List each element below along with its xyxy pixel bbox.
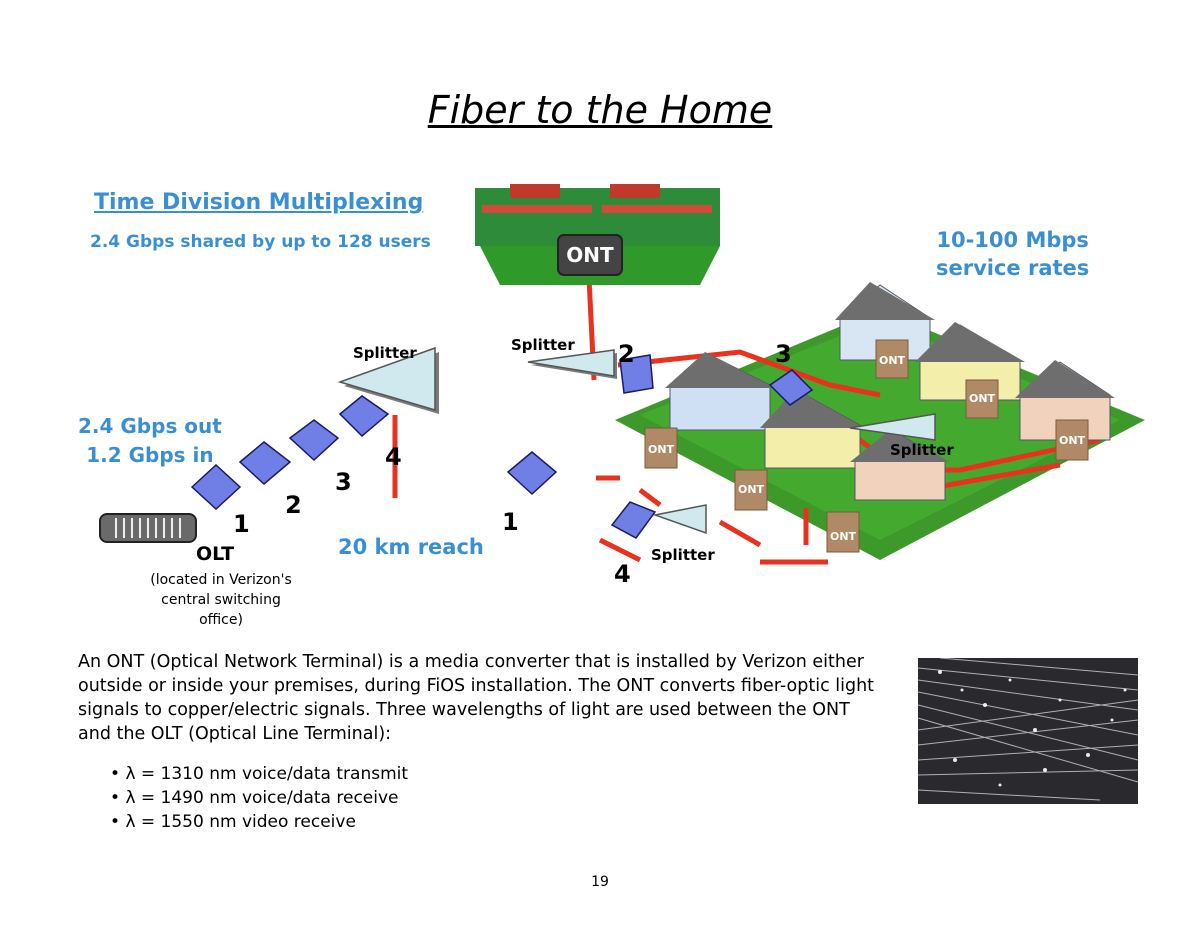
ont-description: An ONT (Optical Network Terminal) is a m… xyxy=(78,652,875,744)
olt-packet-number-1: 1 xyxy=(233,510,250,538)
splitter-1 xyxy=(337,346,436,412)
ont-box-home-1 xyxy=(875,339,909,379)
olt-location-line3: office) xyxy=(199,612,243,628)
store-right xyxy=(595,188,720,246)
ont-home-5-label: ONT xyxy=(738,483,765,496)
bandwidth-out: 2.4 Gbps out xyxy=(78,414,222,438)
packet-branch-4 xyxy=(610,501,657,539)
page-number: 19 xyxy=(591,874,609,890)
house-6 xyxy=(850,430,950,501)
olt-location: (located in Verizon's central switching … xyxy=(128,570,314,630)
fiber-branch-4c xyxy=(598,537,642,563)
page-title: Fiber to the Home xyxy=(427,88,773,132)
olt-packet-number-2: 2 xyxy=(285,491,302,519)
ont-home-2-label: ONT xyxy=(969,392,996,405)
splitter-label-1: Splitter xyxy=(353,344,417,362)
wavelength-item-1550: λ = 1550 nm video receive xyxy=(110,810,408,834)
store-right-sign xyxy=(610,184,660,198)
fiber-branch-2 xyxy=(617,349,881,398)
tdm-subheading: 2.4 Gbps shared by up to 128 users xyxy=(90,232,431,252)
ont-box-home-2 xyxy=(965,379,999,419)
packet-line-1 xyxy=(506,451,558,496)
store-right-awning xyxy=(602,205,712,213)
service-rates: 10-100 Mbps service rates xyxy=(936,226,1089,282)
branch-number-3: 3 xyxy=(775,340,792,368)
bandwidth-in: 1.2 Gbps in xyxy=(86,443,214,467)
olt-location-line1: (located in Verizon's xyxy=(150,572,292,588)
ont-home-4-label: ONT xyxy=(648,443,675,456)
house-4 xyxy=(665,352,775,431)
ont-home-1-label: ONT xyxy=(879,354,906,367)
ont-box-home-4 xyxy=(644,427,678,469)
ont-business-label: ONT xyxy=(566,243,614,267)
ont-box-home-6 xyxy=(826,511,860,553)
packet-olt-2 xyxy=(238,441,292,485)
branch-number-2: 2 xyxy=(618,340,635,368)
line-packet-number-1: 1 xyxy=(502,508,519,536)
wavelength-item-1490: λ = 1490 nm voice/data receive xyxy=(110,786,408,810)
fiber-branch-4b xyxy=(718,519,762,548)
store-left-sign xyxy=(510,184,560,198)
fiber-branch-4 xyxy=(638,488,662,507)
home-ont-boxes: ONT ONT ONT ONT ONT ONT xyxy=(644,339,1089,553)
bandwidth-label: 2.4 Gbps out 1.2 Gbps in xyxy=(78,412,222,470)
splitters xyxy=(337,346,936,535)
olt-label: OLT xyxy=(196,543,235,565)
olt-packet-number-4: 4 xyxy=(385,443,402,471)
service-rates-line2: service rates xyxy=(936,256,1090,280)
tdm-heading: Time Division Multiplexing xyxy=(94,190,424,215)
splitter-label-4: Splitter xyxy=(651,546,715,564)
ont-home-6-label: ONT xyxy=(830,530,857,543)
wavelength-item-1310: λ = 1310 nm voice/data transmit xyxy=(110,762,408,786)
store-left xyxy=(475,188,598,246)
wavelength-list: λ = 1310 nm voice/data transmit λ = 1490… xyxy=(110,762,408,834)
data-packets xyxy=(190,354,814,539)
splitter-label-2: Splitter xyxy=(511,336,575,354)
ont-box-home-3 xyxy=(1055,419,1089,461)
splitter-3 xyxy=(849,413,936,441)
reach-label: 20 km reach xyxy=(338,535,484,559)
packet-olt-4 xyxy=(338,395,390,438)
service-rates-line1: 10-100 Mbps xyxy=(936,228,1089,252)
packet-olt-3 xyxy=(288,419,340,462)
ont-home-3-label: ONT xyxy=(1059,434,1086,447)
olt-device xyxy=(99,513,197,543)
packet-branch-2 xyxy=(619,354,654,394)
store-left-awning xyxy=(482,205,592,213)
splitter-label-3: Splitter xyxy=(890,441,954,459)
olt-location-line2: central switching xyxy=(161,592,281,608)
ont-box-home-5 xyxy=(734,469,768,511)
fiber-optic-photo xyxy=(917,657,1139,804)
branch-number-4: 4 xyxy=(614,560,631,588)
ont-box-business xyxy=(557,234,623,276)
packet-olt-1 xyxy=(190,463,242,511)
splitter-2 xyxy=(527,349,615,377)
packet-branch-3 xyxy=(768,369,814,406)
olt-packet-number-3: 3 xyxy=(335,468,352,496)
splitter-4 xyxy=(652,504,707,535)
